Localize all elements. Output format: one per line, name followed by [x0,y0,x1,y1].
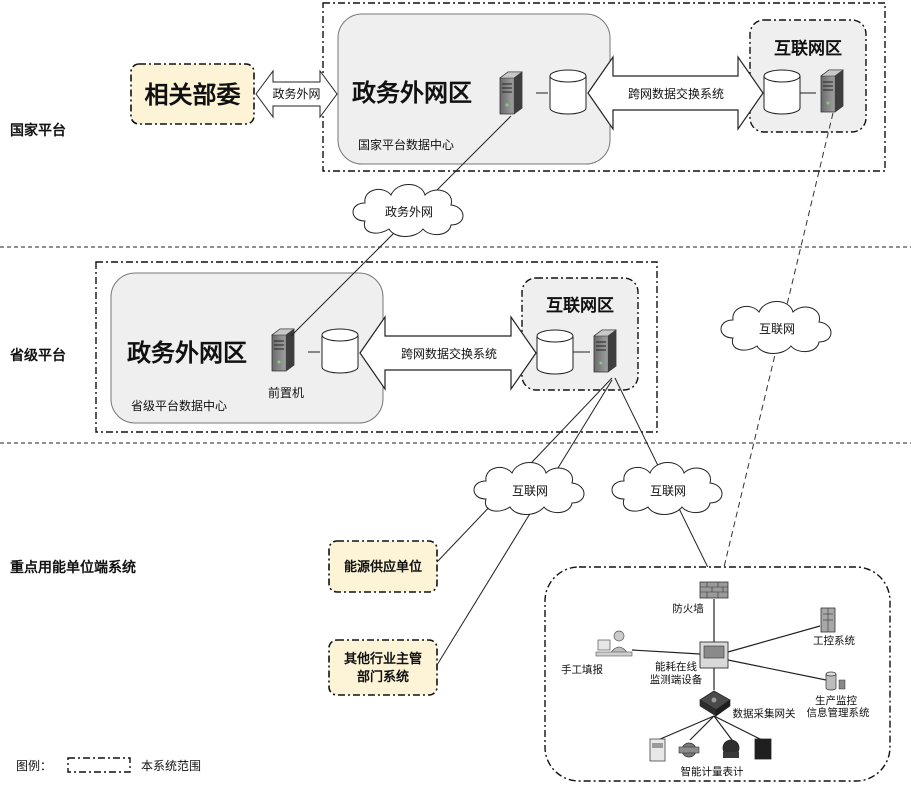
row-label-enterprise: 重点用能单位端系统 [10,559,136,576]
ministries-link-arrow [255,69,338,119]
row-label-national: 国家平台 [10,122,66,139]
related-ministries-box [130,63,255,125]
enterprise-system-boundary [544,566,891,782]
smart-meter-label: 智能计量表计 [681,765,744,778]
provincial-internet-zone-title: 互联网区 [546,296,614,316]
manual-report-label: 手工填报 [561,663,603,676]
production-monitoring-label-line1: 生产监控 [815,694,857,707]
provincial-exchange-label: 跨网数据交换系统 [401,346,497,361]
data-gateway-label: 数据采集网关 [733,707,796,720]
related-ministries-label: 相关部委 [145,81,241,109]
front-machine-label: 前置机 [268,385,304,400]
internet-cloud-mid-label: 互联网 [650,484,686,498]
national-exchange-label: 跨网数据交换系统 [628,86,724,101]
manual-report-icon [595,630,633,657]
other-dept-label-line1: 其他行业主管 [344,651,422,667]
national-gov-server-icon [499,71,523,115]
national-gov-database-icon [549,69,587,115]
monitoring-device-icon [699,641,729,669]
gov-network-cloud-label: 政务外网 [385,204,433,219]
smart-meter-icons [649,738,772,762]
legend-text: 本系统范围 [141,759,201,773]
production-monitoring-label-line2: 信息管理系统 [807,706,870,719]
national-internet-zone-title: 互联网区 [774,39,842,59]
other-dept-link [436,379,613,666]
provincial-internet-server-icon [593,329,617,373]
national-internet-server-icon [820,69,844,113]
industrial-control-icon [820,607,836,633]
device-label-line2: 监测端设备 [650,673,703,686]
national-exchange-arrow [587,55,764,131]
production-monitoring-icon [825,671,846,691]
legend-boundary-sample [67,757,131,773]
other-dept-box [328,639,438,696]
provincial-gov-zone-title: 政务外网区 [127,339,247,367]
row-label-provincial: 省级平台 [9,347,66,364]
legend-prefix: 图例： [16,759,52,773]
national-gov-zone-title: 政务外网区 [352,79,472,107]
front-machine-server-icon [271,328,295,372]
other-dept-label-line2: 部门系统 [357,669,409,685]
national-datacenter-label: 国家平台数据中心 [358,137,454,152]
provincial-datacenter-label: 省级平台数据中心 [131,398,227,413]
energy-supply-label: 能源供应单位 [344,559,422,575]
ministries-link-label: 政务外网 [272,86,320,101]
firewall-label: 防火墙 [672,602,704,615]
provincial-gov-database-icon [321,328,359,374]
firewall-icon [699,581,729,599]
provincial-internet-database-icon [536,329,574,375]
internet-cloud-left-label: 互联网 [512,484,548,498]
energy-supply-box [328,540,438,593]
data-gateway-icon [699,690,731,717]
national-internet-database-icon [763,69,801,115]
industrial-control-label: 工控系统 [813,634,855,647]
internet-cloud-right-label: 互联网 [759,322,795,336]
device-label-line1: 能耗在线 [655,660,697,673]
provincial-system-boundary [95,261,658,433]
provincial-exchange-arrow [359,315,537,391]
